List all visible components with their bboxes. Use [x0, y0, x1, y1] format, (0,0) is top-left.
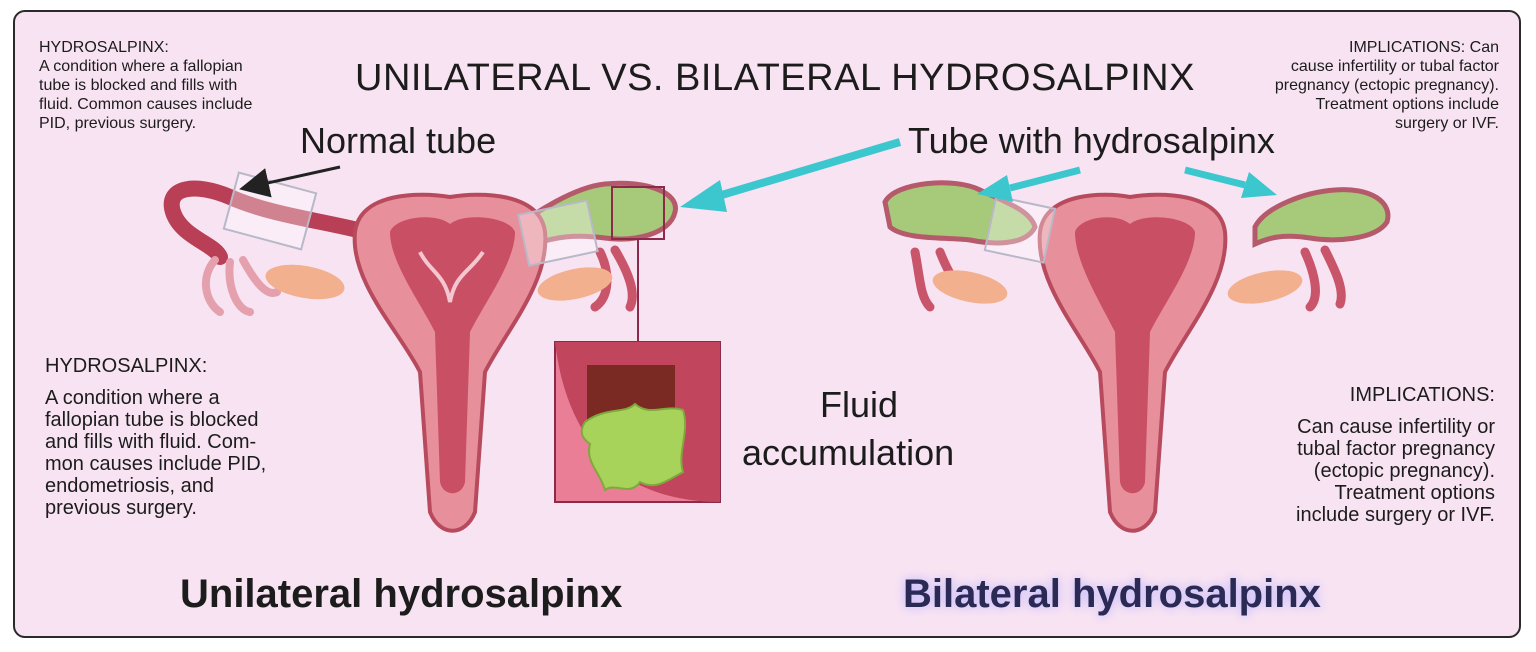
fluid-label-line2: accumulation	[742, 432, 955, 473]
top-right-note: IMPLICATIONS: Can cause infertility or t…	[1209, 38, 1499, 133]
page-title: UNILATERAL VS. BILATERAL HYDROSALPINX	[355, 57, 1195, 99]
implications-heading: IMPLICATIONS:	[1349, 384, 1495, 406]
implications-line: tubal factor pregnancy	[1297, 438, 1495, 460]
magnified-inset	[554, 341, 721, 503]
uterus-right	[882, 180, 1391, 533]
definition-line: A condition where a	[45, 387, 220, 409]
top-left-heading: HYDROSALPINX:	[39, 39, 169, 56]
top-left-line: fluid. Common causes include	[39, 96, 253, 113]
normal-tube-label: Normal tube	[300, 120, 497, 161]
fluid-blob	[580, 402, 687, 492]
definition-line: endometriosis, and	[45, 475, 214, 497]
implications-line: Treatment options	[1334, 482, 1495, 504]
implications-box: IMPLICATIONS: Can cause infertility or t…	[1225, 384, 1495, 526]
top-left-line: PID, previous surgery.	[39, 115, 197, 132]
diagram-frame: UNILATERAL VS. BILATERAL HYDROSALPINX HY…	[13, 10, 1521, 638]
top-right-line: cause infertility or tubal factor	[1290, 58, 1499, 75]
top-right-line: Treatment options include	[1315, 96, 1499, 113]
cyan-arrows	[680, 138, 1277, 212]
top-right-line: pregnancy (ectopic pregnancy).	[1274, 77, 1499, 94]
implications-line: (ectopic pregnancy).	[1313, 460, 1495, 482]
fimbriae-left	[201, 256, 281, 316]
definition-line: fallopian tube is blocked	[45, 409, 259, 431]
hydrosalpinx-tube-label: Tube with hydrosalpinx	[908, 120, 1275, 161]
implications-line: Can cause infertility or	[1297, 416, 1495, 438]
definition-line: previous surgery.	[45, 497, 197, 519]
illustration	[163, 138, 1391, 533]
normal-tube-arrow	[239, 165, 341, 198]
definition-line: and fills with fluid. Com-	[45, 431, 257, 453]
swollen-tube-right	[1252, 187, 1391, 248]
unilateral-caption: Unilateral hydrosalpinx	[180, 572, 623, 616]
uterus-left	[163, 171, 678, 533]
swollen-tube	[505, 180, 678, 247]
top-right-line: surgery or IVF.	[1394, 115, 1499, 132]
bilateral-caption: Bilateral hydrosalpinx	[903, 572, 1321, 616]
ovary-left	[265, 264, 345, 300]
definition-heading: HYDROSALPINX:	[45, 355, 208, 377]
top-left-note: HYDROSALPINX: A condition where a fallop…	[39, 38, 309, 133]
hydrosalpinx-definition: HYDROSALPINX: A condition where a fallop…	[45, 355, 325, 519]
top-right-line: IMPLICATIONS: Can	[1349, 39, 1499, 56]
top-left-line: A condition where a fallopian	[39, 58, 243, 75]
ovary-right	[537, 267, 613, 301]
top-left-line: tube is blocked and fills with	[39, 77, 238, 94]
fluid-label-line1: Fluid	[820, 384, 899, 425]
definition-line: mon causes include PID,	[45, 453, 267, 475]
normal-tube	[163, 180, 393, 265]
swollen-tube-left	[882, 180, 1038, 246]
implications-line: include surgery or IVF.	[1296, 504, 1495, 526]
